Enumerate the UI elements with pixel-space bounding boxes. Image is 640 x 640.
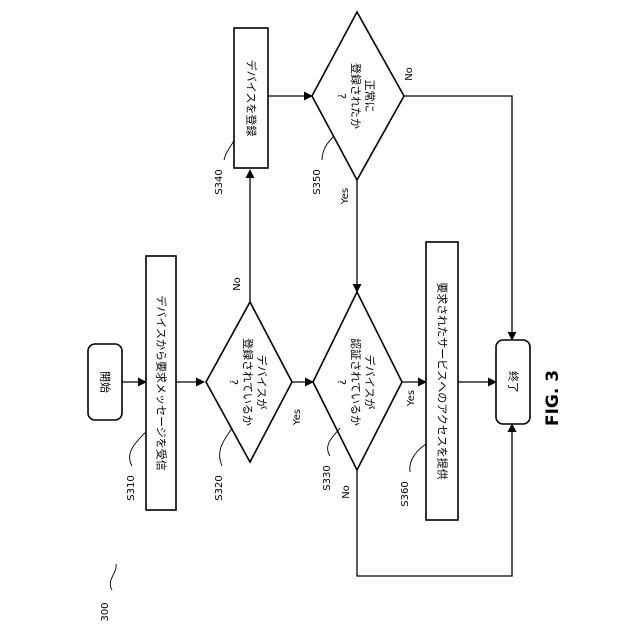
s350-line-1: 正常に [363,80,376,113]
s320-no-label: No [232,277,243,291]
figure-caption: FIG. 3 [543,370,563,426]
step-s350-decision: 正常に 登録されたか ? [312,12,404,180]
s350-line-2: 登録されたか [349,63,363,129]
start-terminal: 開始 [88,344,122,420]
step-s360-box: 要求されたサービスへのアクセスを提供 [426,242,458,520]
ref-s330: S330 [322,465,333,490]
s330-line-3: ? [335,379,348,385]
s330-yes-label: Yes [406,390,417,407]
ref-s340: S340 [214,169,225,194]
step-s320-decision: デバイスが 登録されているか ? [206,302,292,462]
s320-line-3: ? [227,379,240,385]
end-label: 終了 [507,371,521,393]
leader-s320 [220,428,232,466]
s330-line-2: 認証されているか [349,338,363,426]
step-s310-text: デバイスから要求メッセージを受信 [155,295,169,470]
ref-s350: S350 [312,169,323,194]
start-label: 開始 [99,371,113,393]
leader-s350 [322,136,334,160]
figure-id: 300 [100,602,111,621]
step-s340-box: デバイスを登録 [234,28,268,168]
step-s340-text: デバイスを登録 [245,60,259,137]
end-terminal: 終了 [496,340,530,424]
leader-figure-id [110,564,116,590]
s350-no-label: No [404,67,415,81]
leader-s310 [130,432,146,466]
s330-line-1: デバイスが [363,355,377,410]
ref-s310: S310 [126,475,137,500]
leader-s340 [224,140,234,160]
ref-s360: S360 [400,481,411,506]
s320-yes-label: Yes [292,409,303,426]
step-s310-box: デバイスから要求メッセージを受信 [146,256,176,510]
s330-no-label: No [341,485,352,499]
s320-line-1: デバイスが [255,355,269,410]
s350-yes-label: Yes [340,188,351,205]
step-s360-text: 要求されたサービスへのアクセスを提供 [436,282,450,479]
ref-s320: S320 [214,475,225,500]
s350-line-3: ? [335,93,348,99]
step-s330-decision: デバイスが 認証されているか ? [313,292,402,470]
leader-s360 [410,444,426,472]
s320-line-2: 登録されているか [241,338,255,426]
